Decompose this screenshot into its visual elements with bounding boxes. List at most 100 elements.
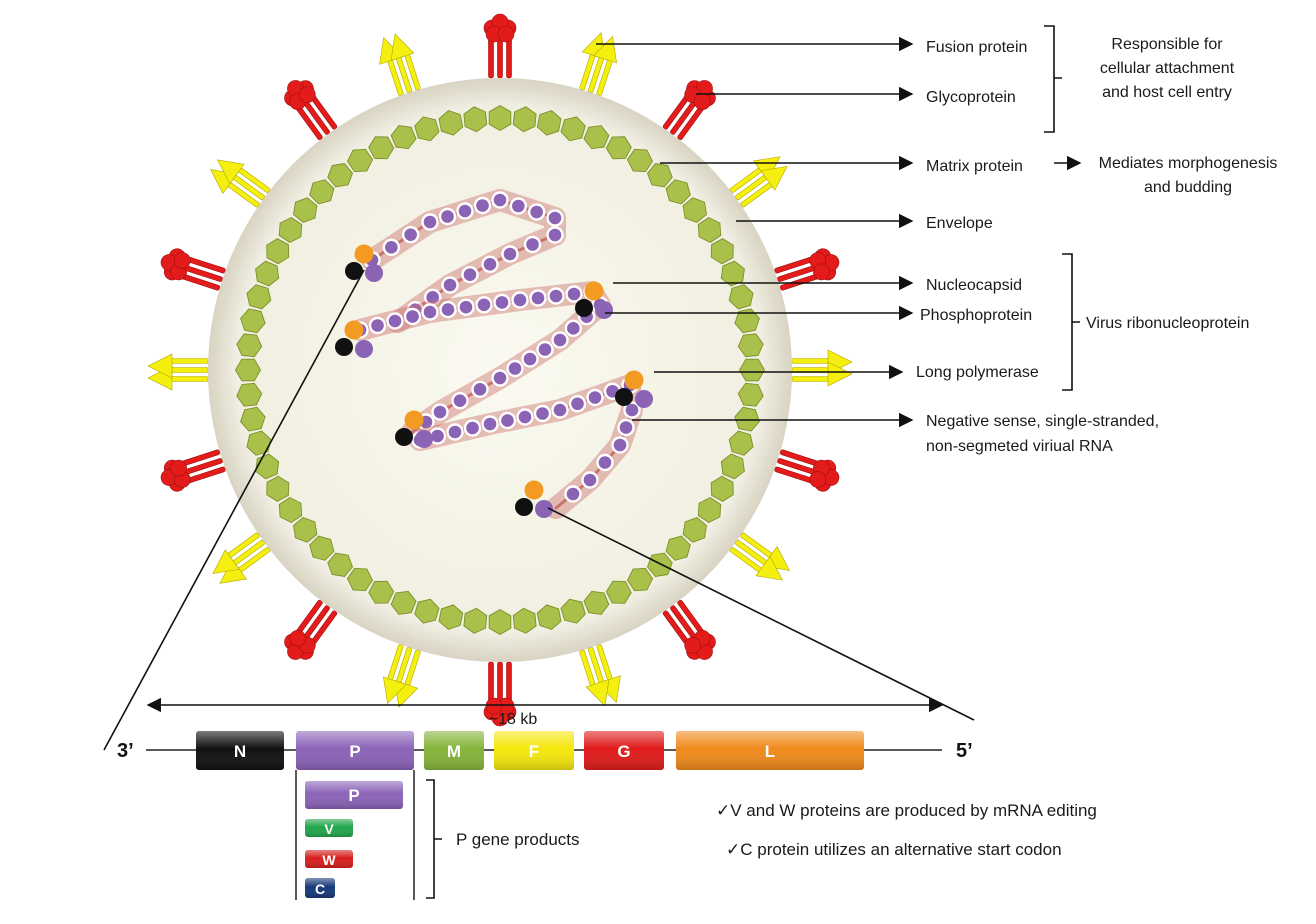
nucleocapsid-bead (529, 289, 547, 307)
fusion-protein-spike (729, 532, 791, 581)
matrix-protein-unit (720, 453, 745, 480)
nucleocapsid-bead (617, 418, 635, 437)
fusion-protein-spike (383, 644, 421, 708)
nucleocapsid-bead (586, 388, 604, 407)
matrix-protein-unit (697, 216, 722, 244)
matrix-protein-unit (734, 406, 760, 432)
nucleocapsid-bead (516, 408, 534, 426)
nucleocapsid-bead (551, 331, 569, 349)
matrix-protein-unit (728, 284, 754, 310)
phosphoprotein-partner-dot (595, 301, 613, 319)
matrix-protein-unit (246, 430, 272, 456)
matrix-protein-unit (414, 116, 440, 142)
nucleocapsid-bead (565, 285, 583, 303)
label-matrix-protein: Matrix protein (926, 158, 1023, 175)
nucleocapsid-bead (403, 307, 422, 326)
nucleocapsid-bead (471, 380, 489, 399)
nucleocapsid-bead (564, 319, 583, 338)
gene-box-g: G (584, 731, 664, 770)
nucleocapsid-bead (481, 255, 499, 274)
p-product-label-c: C (315, 881, 325, 897)
p-product-v: V (305, 819, 353, 837)
label-attach-line2: cellular attachment (1100, 60, 1235, 77)
matrix-protein-unit (720, 260, 745, 287)
nucleocapsid-bead (623, 401, 641, 419)
gene-label-g: G (617, 742, 630, 761)
matrix-protein-unit (728, 430, 754, 456)
bracket-vrnp (1062, 253, 1080, 391)
nucleocapsid-bead (421, 303, 439, 321)
glycoprotein-spike (774, 449, 840, 492)
label-nucleocapsid: Nucleocapsid (926, 277, 1022, 294)
matrix-protein-unit (626, 148, 654, 173)
matrix-protein-unit (266, 475, 290, 502)
polymerase-dot (395, 428, 413, 446)
label-morpho-line2: and budding (1144, 179, 1232, 196)
label-rna-line1: Negative sense, single-stranded, (926, 413, 1159, 430)
label-phosphoprotein: Phosphoprotein (920, 307, 1032, 324)
glycoprotein-spike (483, 13, 517, 79)
p-product-w: W (305, 850, 353, 868)
nucleocapsid-bead (451, 391, 469, 410)
nucleocapsid-bead (581, 471, 599, 489)
phosphoprotein-dot (344, 320, 364, 340)
matrix-protein-unit (327, 552, 354, 577)
p-product-label-w: W (322, 852, 336, 868)
matrix-protein-unit (512, 607, 537, 634)
nucleocapsid-bead (536, 340, 554, 359)
nucleocapsid-bead (501, 245, 519, 263)
matrix-protein-unit (246, 284, 272, 310)
matrix-protein-unit (560, 598, 586, 624)
genome-length-label: ~18 kb (489, 711, 538, 728)
matrix-protein-unit (240, 406, 266, 432)
matrix-protein-unit (368, 136, 395, 160)
nucleocapsid-bead (596, 453, 614, 472)
virion (147, 13, 853, 727)
matrix-protein-unit (414, 598, 440, 624)
nucleocapsid-bead (456, 202, 474, 220)
matrix-protein-unit (368, 580, 395, 604)
nucleocapsid-bead (509, 197, 528, 215)
nucleocapsid-bead (421, 213, 439, 231)
label-envelope: Envelope (926, 215, 993, 232)
matrix-protein-unit (236, 382, 263, 407)
nucleocapsid-bead (568, 395, 587, 413)
label-rna-line2: non-segmeted viriual RNA (926, 438, 1113, 455)
nucleocapsid-bead (533, 404, 552, 423)
matrix-protein-unit (583, 125, 610, 150)
notes: ✓V and W proteins are produced by mRNA e… (716, 801, 1097, 859)
matrix-protein-unit (536, 110, 562, 136)
matrix-protein-unit (583, 590, 610, 615)
matrix-protein-unit (488, 608, 512, 636)
nucleocapsid-bead (401, 225, 420, 244)
genome-5prime-end: 5’ (956, 740, 973, 762)
matrix-protein-unit (463, 106, 488, 133)
matrix-protein-unit (293, 516, 318, 543)
nucleocapsid-bead (527, 203, 546, 221)
label-long-polymerase: Long polymerase (916, 364, 1039, 381)
nucleocapsid-bead (521, 350, 539, 368)
matrix-protein-unit (605, 580, 632, 604)
nucleocapsid-bead (547, 287, 565, 305)
matrix-protein-unit (240, 308, 266, 334)
phosphoprotein-dot (624, 370, 644, 390)
nucleocapsid-bead (546, 226, 564, 244)
p-product-label-p: P (348, 786, 359, 805)
surface-spikes (147, 13, 853, 727)
matrix-protein-unit (560, 116, 586, 142)
nucleocapsid-bead (463, 419, 482, 437)
matrix-protein-unit (646, 552, 673, 577)
matrix-protein-unit (346, 567, 374, 592)
matrix-protein-unit (488, 104, 512, 132)
nucleocapsid-bead (493, 293, 511, 312)
fusion-protein-spike (209, 159, 271, 208)
label-glycoprotein: Glycoprotein (926, 89, 1016, 106)
polymerase-dot (335, 338, 353, 356)
matrix-protein-unit (626, 567, 654, 592)
gene-box-l: L (676, 731, 864, 770)
